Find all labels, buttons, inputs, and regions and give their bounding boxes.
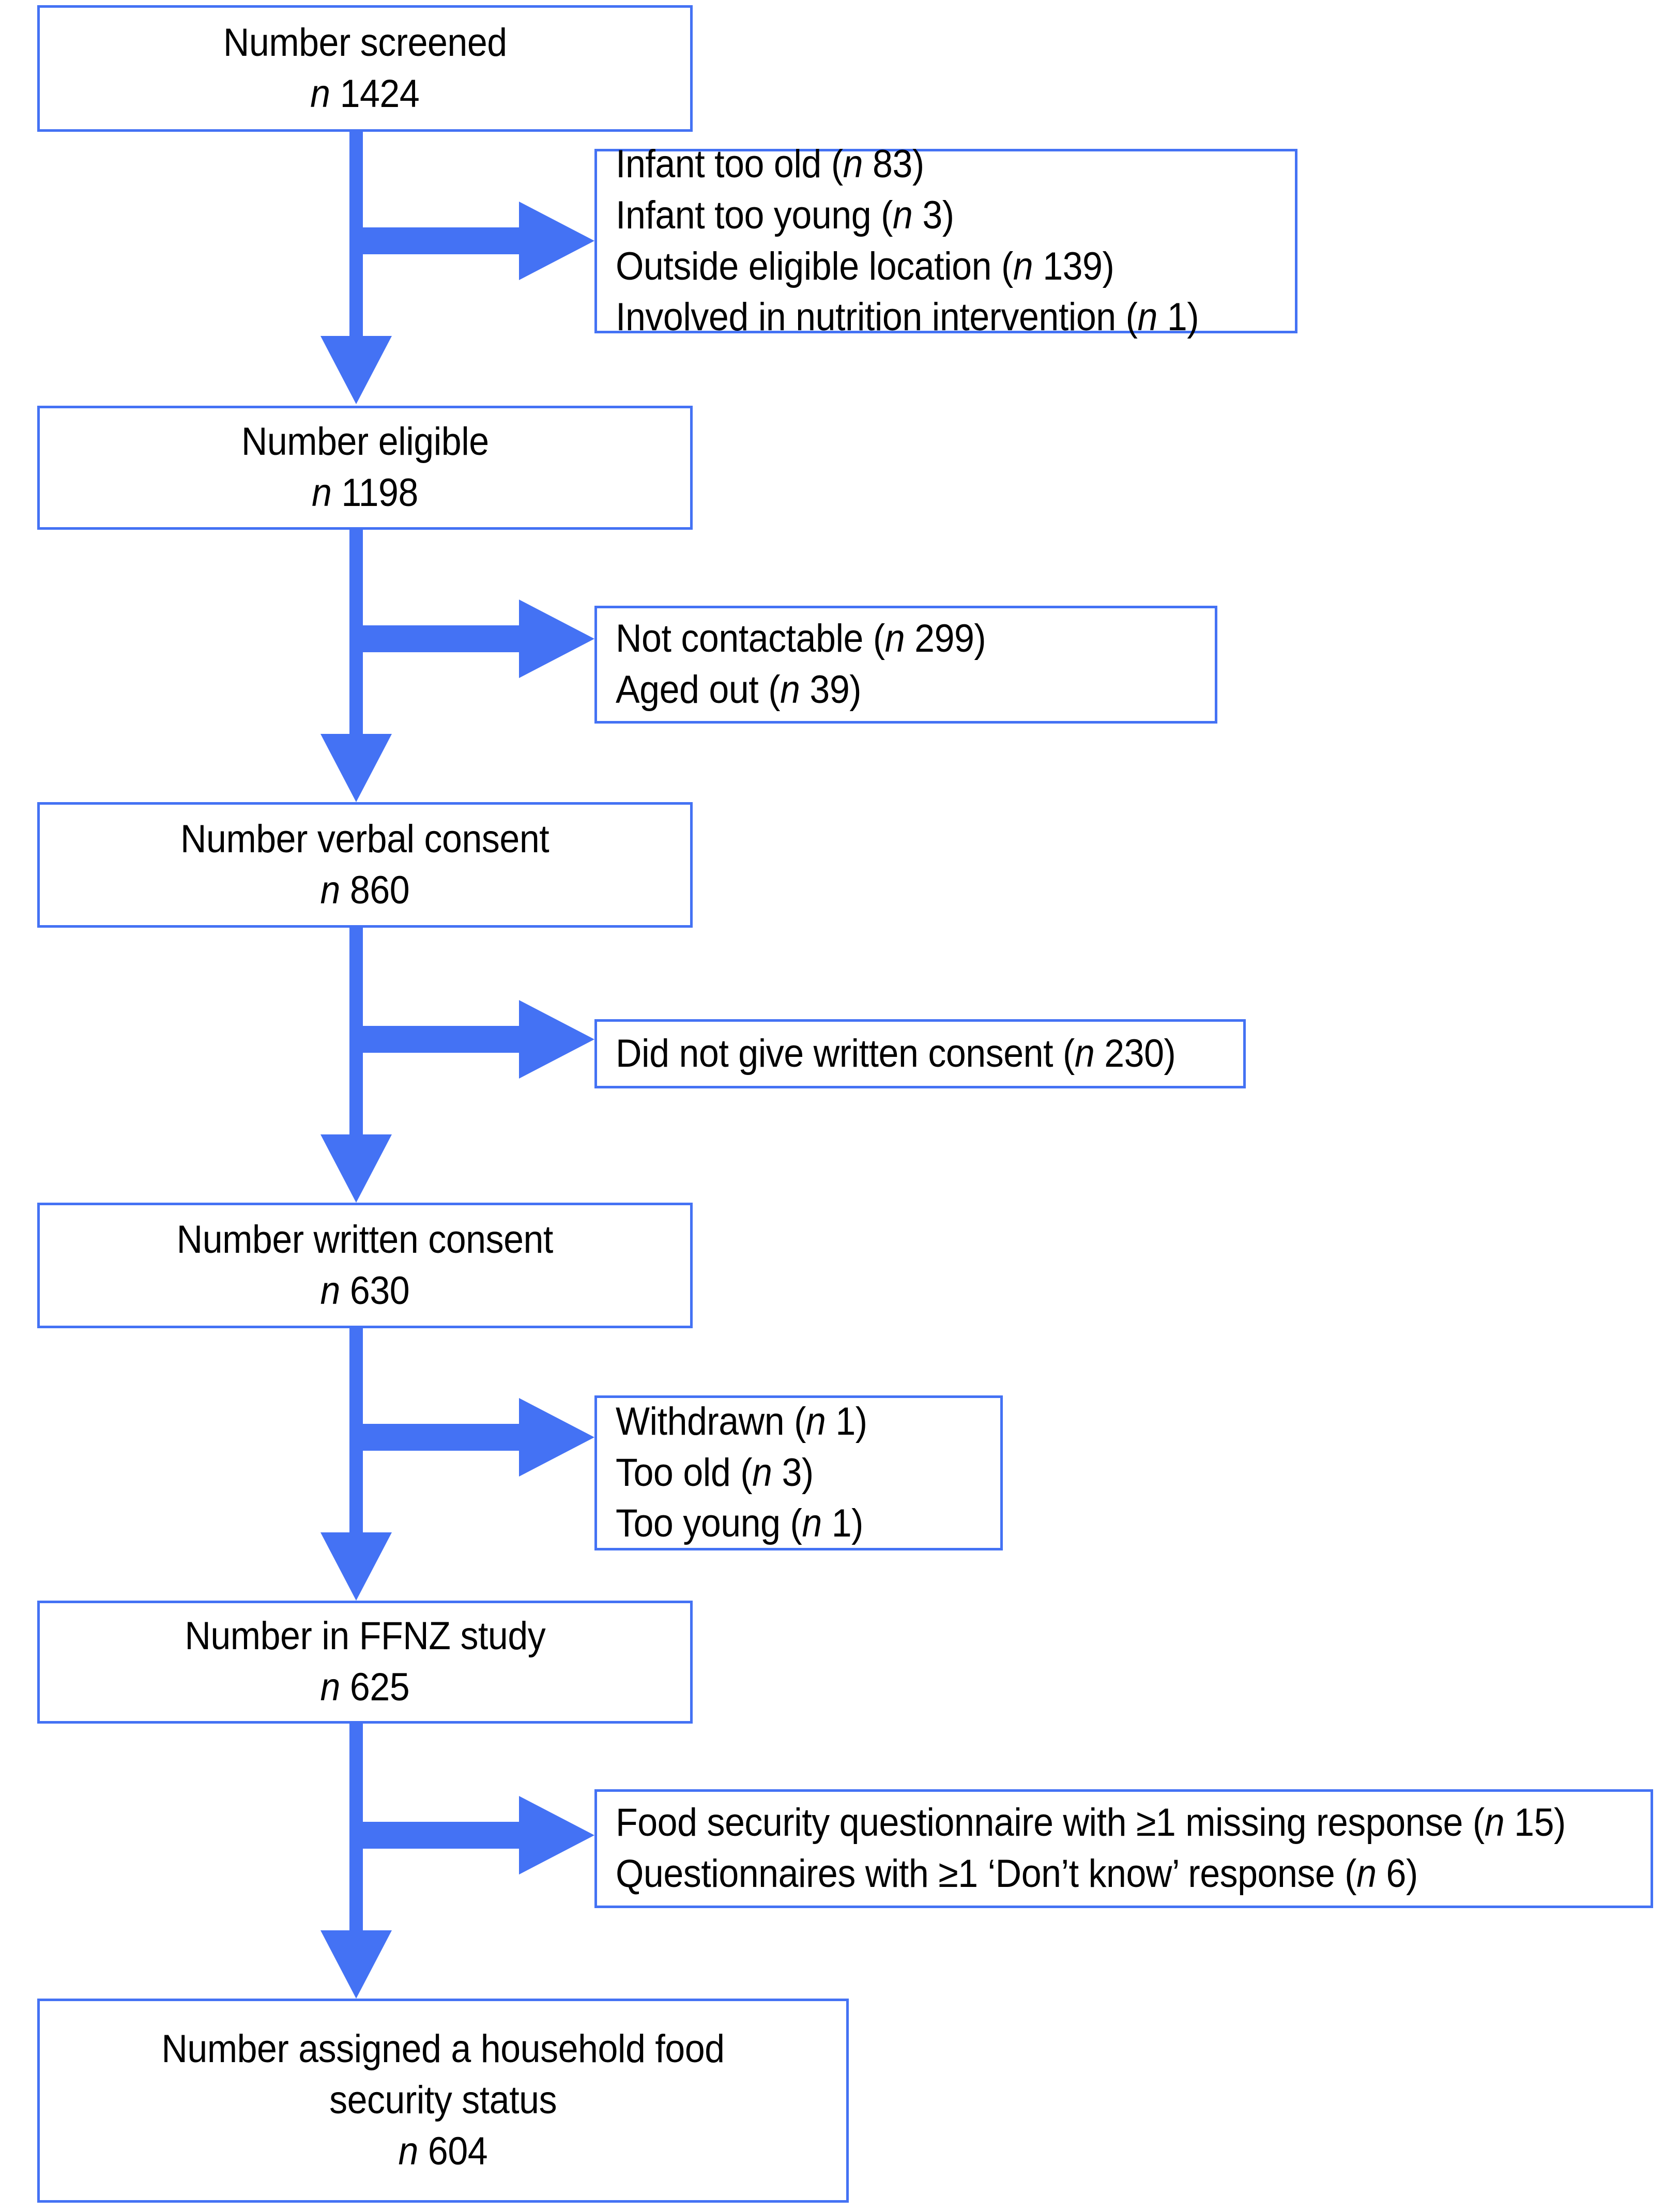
exclusion-reason: Aged out (n 39): [616, 665, 862, 716]
node-screened-label: Number screened: [223, 20, 507, 65]
exclusion-reason: Questionnaires with ≥1 ‘Don’t know’ resp…: [616, 1849, 1418, 1900]
n-value: 1): [826, 1399, 867, 1443]
n-value: 625: [340, 1665, 410, 1709]
n-italic: n: [1484, 1801, 1505, 1845]
exclusion-reason: Withdrawn (n 1): [616, 1396, 867, 1448]
node-assigned-label-line2: security status: [329, 2078, 557, 2123]
n-value: 3): [772, 1450, 814, 1495]
exclusion-reason: Involved in nutrition intervention (n 1): [616, 292, 1199, 343]
n-italic: n: [843, 142, 863, 186]
n-italic: n: [892, 193, 913, 237]
node-written-label: Number written consent: [176, 1217, 554, 1262]
exclusion-reason: Did not give written consent (n 230): [616, 1028, 1176, 1080]
branch-arrow-ffnz: [356, 1796, 594, 1875]
node-assigned-label-line1: Number assigned a household food: [161, 2027, 725, 2071]
n-italic: n: [805, 1399, 826, 1443]
reason-text: Too young (: [616, 1501, 802, 1546]
exclusion-box-after-screened[interactable]: Infant too old (n 83) Infant too young (…: [594, 142, 1297, 339]
node-ffnz-count: n 625: [320, 1662, 410, 1713]
node-number-screened[interactable]: Number screened n 1424: [37, 5, 693, 132]
n-value: 139): [1033, 244, 1114, 288]
exclusion-box-after-written[interactable]: Withdrawn (n 1) Too old (n 3) Too young …: [594, 1395, 1003, 1550]
connector-screened-to-eligible: [320, 129, 392, 404]
connector-ffnz-to-assigned: [320, 1724, 392, 1999]
node-eligible-label: Number eligible: [241, 420, 489, 464]
n-value: 15): [1504, 1801, 1566, 1845]
n-value: 83): [863, 142, 924, 186]
exclusion-box-after-ffnz[interactable]: Food security questionnaire with ≥1 miss…: [594, 1789, 1653, 1908]
n-italic: n: [802, 1501, 822, 1546]
n-italic: n: [320, 1665, 341, 1709]
branch-arrow-verbal: [356, 1000, 594, 1079]
n-value: 3): [912, 193, 954, 237]
node-eligible-count: n 1198: [312, 468, 418, 519]
n-value: 1198: [331, 471, 418, 515]
node-verbal-count: n 860: [320, 865, 410, 916]
branch-arrow-eligible: [356, 600, 594, 678]
reason-text: Food security questionnaire with ≥1 miss…: [616, 1801, 1485, 1845]
exclusion-reason: Not contactable (n 299): [616, 613, 986, 665]
reason-text: Aged out (: [616, 668, 781, 712]
connector-verbal-to-written: [320, 928, 392, 1203]
n-value: 1): [1157, 295, 1199, 340]
exclusion-reason: Too old (n 3): [616, 1448, 814, 1499]
connector-eligible-to-verbal: [320, 527, 392, 802]
exclusion-reason: Food security questionnaire with ≥1 miss…: [616, 1798, 1566, 1849]
exclusion-reason: Infant too old (n 83): [616, 139, 924, 190]
node-number-written-consent[interactable]: Number written consent n 630: [37, 1203, 693, 1328]
n-value: 1): [821, 1501, 864, 1546]
reason-text: Outside eligible location (: [616, 244, 1013, 288]
node-number-in-ffnz-study[interactable]: Number in FFNZ study n 625: [37, 1601, 693, 1724]
reason-text: Did not give written consent (: [616, 1031, 1075, 1076]
node-screened-count: n 1424: [310, 69, 420, 120]
node-written-count: n 630: [320, 1266, 410, 1317]
branch-arrow-written: [356, 1398, 594, 1477]
n-italic: n: [752, 1450, 772, 1495]
reason-text: Not contactable (: [616, 617, 885, 661]
n-italic: n: [310, 71, 330, 116]
reason-text: Involved in nutrition intervention (: [616, 295, 1138, 340]
node-ffnz-label: Number in FFNZ study: [185, 1614, 545, 1658]
n-italic: n: [884, 617, 905, 661]
reason-text: Infant too young (: [616, 193, 893, 237]
n-italic: n: [1356, 1852, 1377, 1896]
n-italic: n: [320, 868, 341, 912]
exclusion-box-after-eligible[interactable]: Not contactable (n 299) Aged out (n 39): [594, 606, 1217, 724]
n-value: 860: [340, 868, 410, 912]
node-verbal-label: Number verbal consent: [180, 817, 549, 861]
node-number-eligible[interactable]: Number eligible n 1198: [37, 406, 693, 530]
branch-arrow-screened: [356, 202, 594, 280]
n-italic: n: [1074, 1031, 1095, 1076]
exclusion-reason: Too young (n 1): [616, 1498, 863, 1549]
n-italic: n: [1013, 244, 1033, 288]
reason-text: Infant too old (: [616, 142, 843, 186]
exclusion-reason: Infant too young (n 3): [616, 190, 954, 241]
reason-text: Questionnaires with ≥1 ‘Don’t know’ resp…: [616, 1852, 1357, 1896]
n-italic: n: [398, 2129, 419, 2173]
n-italic: n: [1137, 295, 1158, 340]
n-italic: n: [320, 1268, 341, 1313]
n-value: 299): [905, 617, 986, 661]
n-italic: n: [312, 471, 332, 515]
n-value: 6): [1376, 1852, 1418, 1896]
node-assigned-count: n 604: [399, 2126, 488, 2177]
reason-text: Too old (: [616, 1450, 753, 1495]
n-value: 1424: [330, 71, 420, 116]
n-italic: n: [780, 668, 800, 712]
n-value: 230): [1094, 1031, 1176, 1076]
node-number-assigned-status[interactable]: Number assigned a household food securit…: [37, 1999, 849, 2203]
connector-written-to-ffnz: [320, 1326, 392, 1601]
exclusion-reason: Outside eligible location (n 139): [616, 241, 1114, 293]
n-value: 630: [340, 1268, 410, 1313]
node-number-verbal-consent[interactable]: Number verbal consent n 860: [37, 802, 693, 928]
reason-text: Withdrawn (: [616, 1399, 806, 1443]
exclusion-box-after-verbal[interactable]: Did not give written consent (n 230): [594, 1019, 1246, 1088]
n-value: 604: [418, 2129, 488, 2173]
n-value: 39): [800, 668, 862, 712]
